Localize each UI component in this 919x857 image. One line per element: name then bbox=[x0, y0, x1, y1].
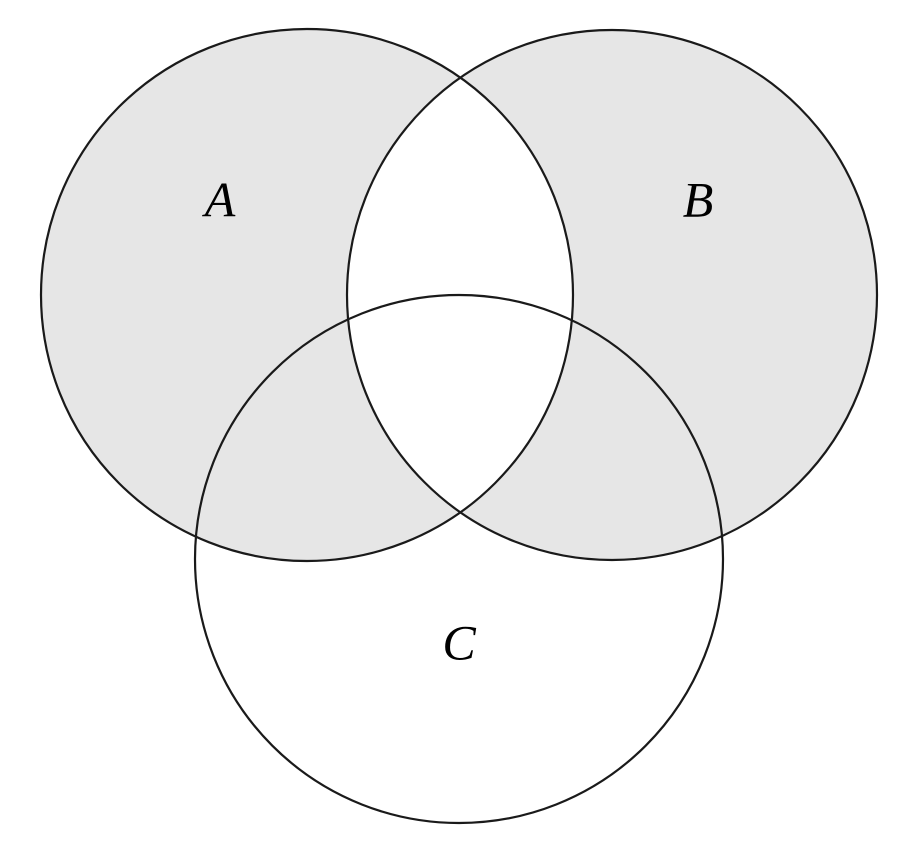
set-label-b: B bbox=[683, 171, 714, 227]
set-label-c: C bbox=[442, 614, 476, 670]
set-circle-a bbox=[39, 27, 575, 563]
set-label-a: A bbox=[202, 171, 236, 227]
set-circle-b bbox=[345, 28, 879, 562]
set-circle-c bbox=[193, 293, 725, 825]
